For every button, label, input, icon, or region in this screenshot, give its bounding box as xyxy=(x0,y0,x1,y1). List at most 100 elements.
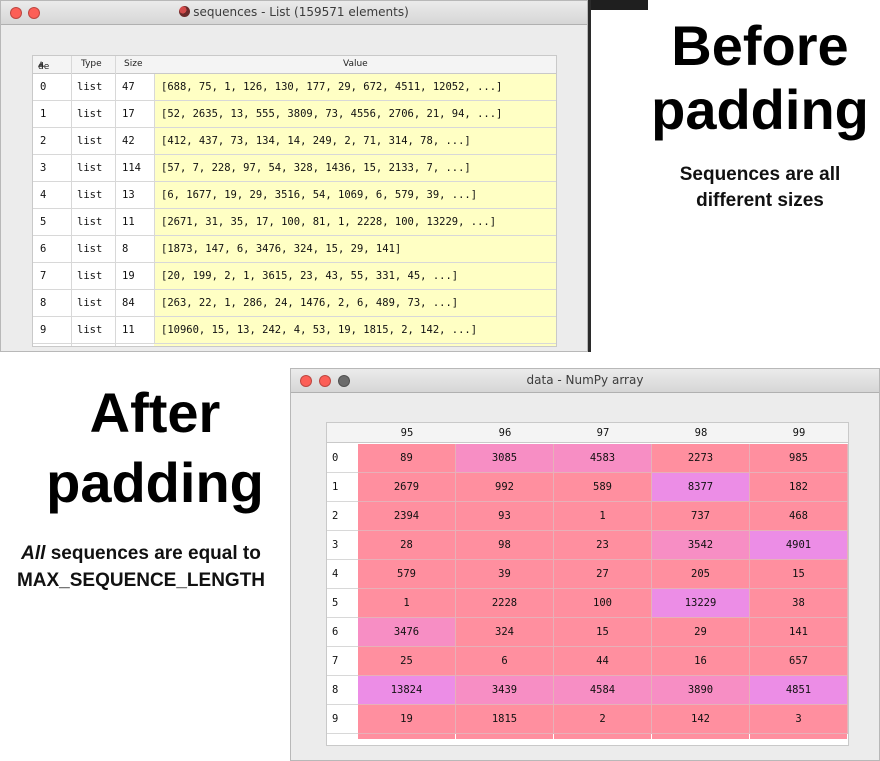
array-cell[interactable]: 28 xyxy=(358,531,456,560)
array-cell[interactable]: 2228 xyxy=(456,589,554,618)
array-cell[interactable]: 3542 xyxy=(652,531,750,560)
header-value[interactable]: Value xyxy=(343,59,368,69)
array-cell[interactable]: 992 xyxy=(456,473,554,502)
row-type: list xyxy=(77,270,103,282)
header-size[interactable]: Size xyxy=(124,59,143,69)
row-header[interactable]: 6 xyxy=(327,618,358,647)
array-cell[interactable]: 2394 xyxy=(358,502,456,531)
minimize-window-button[interactable] xyxy=(319,375,331,387)
close-window-button[interactable] xyxy=(300,375,312,387)
array-cell[interactable]: 15 xyxy=(554,618,652,647)
array-cell[interactable]: 15 xyxy=(750,560,848,589)
column-header[interactable]: 95 xyxy=(400,427,414,439)
row-header[interactable]: 3 xyxy=(327,531,358,560)
array-cell[interactable]: 13229 xyxy=(652,589,750,618)
array-cell[interactable]: 1815 xyxy=(456,705,554,734)
row-value-cell[interactable]: [2671, 31, 35, 17, 100, 81, 1, 2228, 100… xyxy=(154,209,556,235)
row-value-cell[interactable]: [1873, 147, 6, 3476, 324, 15, 29, 141] xyxy=(154,236,556,262)
minimize-window-button[interactable] xyxy=(28,7,40,19)
row-header[interactable]: 7 xyxy=(327,647,358,676)
background-window-edge xyxy=(588,0,648,10)
row-value-cell[interactable]: [263, 22, 1, 286, 24, 1476, 2, 6, 489, 7… xyxy=(154,290,556,316)
list-window-titlebar[interactable]: sequences - List (159571 elements) xyxy=(1,1,587,25)
array-cell[interactable]: 6 xyxy=(456,647,554,676)
array-cell[interactable]: 38 xyxy=(750,589,848,618)
array-cell[interactable]: 324 xyxy=(456,618,554,647)
array-cell[interactable]: 4851 xyxy=(750,676,848,705)
row-header[interactable]: 8 xyxy=(327,676,358,705)
row-header[interactable]: 4 xyxy=(327,560,358,589)
row-value-cell[interactable]: [10960, 15, 13, 242, 4, 53, 19, 1815, 2,… xyxy=(154,317,556,343)
row-value-cell[interactable]: [57, 7, 228, 97, 54, 328, 1436, 15, 2133… xyxy=(154,155,556,181)
array-cell[interactable]: 29 xyxy=(652,618,750,647)
column-header[interactable]: 97 xyxy=(596,427,610,439)
array-cell[interactable]: 2679 xyxy=(358,473,456,502)
header-type[interactable]: Type xyxy=(81,59,102,69)
array-cell[interactable]: 2 xyxy=(554,705,652,734)
array-cell[interactable]: 44 xyxy=(554,647,652,676)
array-cell[interactable]: 89 xyxy=(358,444,456,473)
row-header[interactable]: 1 xyxy=(327,473,358,502)
numpy-window-titlebar[interactable]: data - NumPy array xyxy=(291,369,879,393)
array-row-partial xyxy=(750,734,847,739)
array-cell[interactable]: 39 xyxy=(456,560,554,589)
array-cell[interactable]: 182 xyxy=(750,473,848,502)
array-cell[interactable]: 657 xyxy=(750,647,848,676)
close-window-button[interactable] xyxy=(10,7,22,19)
row-header[interactable]: 5 xyxy=(327,589,358,618)
array-cell[interactable]: 579 xyxy=(358,560,456,589)
array-cell[interactable]: 3085 xyxy=(456,444,554,473)
array-cell[interactable]: 8377 xyxy=(652,473,750,502)
row-value-cell[interactable]: [412, 437, 73, 134, 14, 249, 2, 71, 314,… xyxy=(154,128,556,154)
array-cell[interactable]: 19 xyxy=(358,705,456,734)
array-cell[interactable]: 1 xyxy=(554,502,652,531)
array-cell[interactable]: 27 xyxy=(554,560,652,589)
array-cell[interactable]: 589 xyxy=(554,473,652,502)
row-value-cell[interactable]: [688, 75, 1, 126, 130, 177, 29, 672, 451… xyxy=(154,74,556,100)
array-cell[interactable]: 737 xyxy=(652,502,750,531)
array-cell[interactable]: 4584 xyxy=(554,676,652,705)
array-cell[interactable]: 23 xyxy=(554,531,652,560)
array-cell[interactable]: 25 xyxy=(358,647,456,676)
array-cell[interactable]: 100 xyxy=(554,589,652,618)
array-cell[interactable]: 3 xyxy=(750,705,848,734)
array-cell[interactable]: 3439 xyxy=(456,676,554,705)
array-cell[interactable]: 141 xyxy=(750,618,848,647)
header-index[interactable]: de ▲ xyxy=(38,59,50,72)
array-cell[interactable]: 3476 xyxy=(358,618,456,647)
row-header[interactable]: 2 xyxy=(327,502,358,531)
array-cell[interactable]: 468 xyxy=(750,502,848,531)
column-header[interactable]: 99 xyxy=(792,427,806,439)
column-header[interactable]: 98 xyxy=(694,427,708,439)
array-cell[interactable]: 985 xyxy=(750,444,848,473)
row-header[interactable]: 9 xyxy=(327,705,358,734)
array-cell[interactable]: 2273 xyxy=(652,444,750,473)
array-cell[interactable]: 205 xyxy=(652,560,750,589)
row-header[interactable]: 0 xyxy=(327,444,358,473)
array-cell[interactable]: 3890 xyxy=(652,676,750,705)
array-cell[interactable]: 13824 xyxy=(358,676,456,705)
array-cell[interactable]: 4901 xyxy=(750,531,848,560)
row-value-cell[interactable]: [6, 1677, 19, 29, 3516, 54, 1069, 6, 579… xyxy=(154,182,556,208)
array-cell[interactable]: 98 xyxy=(456,531,554,560)
row-index: 0 xyxy=(40,81,47,93)
array-cell[interactable]: 4583 xyxy=(554,444,652,473)
array-cell[interactable]: 93 xyxy=(456,502,554,531)
array-cell[interactable]: 16 xyxy=(652,647,750,676)
row-value-cell[interactable]: [52, 2635, 13, 555, 3809, 73, 4556, 2706… xyxy=(154,101,556,127)
array-cell[interactable]: 1 xyxy=(358,589,456,618)
column-header[interactable]: 96 xyxy=(498,427,512,439)
row-value-cell[interactable]: [20, 199, 2, 1, 3615, 23, 43, 55, 331, 4… xyxy=(154,263,556,289)
array-cell[interactable]: 142 xyxy=(652,705,750,734)
zoom-window-button[interactable] xyxy=(338,375,350,387)
